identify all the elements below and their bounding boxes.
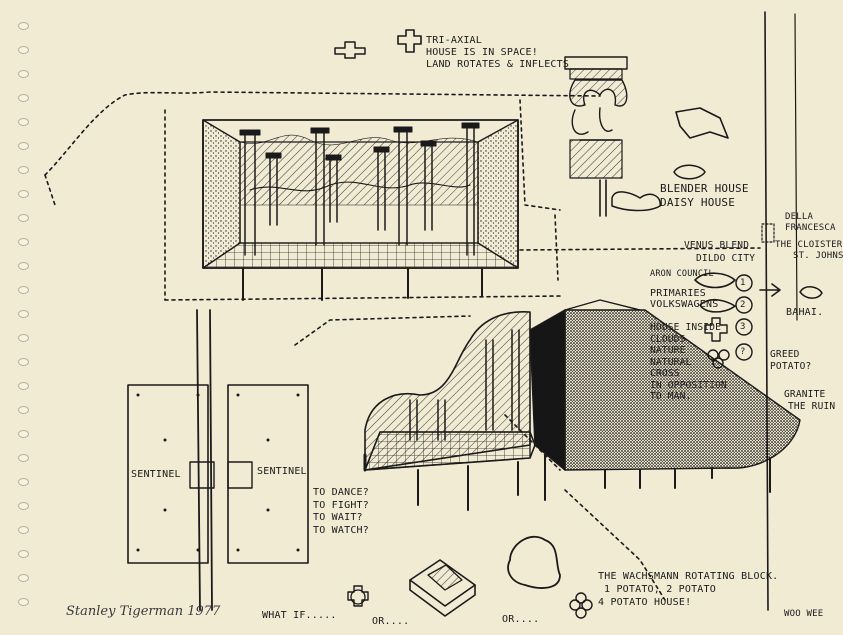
note-to-dance: TO DANCE? TO FIGHT? TO WAIT? TO WATCH? <box>313 487 369 537</box>
note-line: TO DANCE? <box>313 487 369 498</box>
circled-number: 3 <box>740 322 746 332</box>
note-or-2: OR.... <box>502 614 540 625</box>
note-line: VOLKSWAGENS <box>650 299 719 310</box>
note-line: DAISY HOUSE <box>660 196 736 209</box>
binding-hole <box>18 262 29 270</box>
note-primaries: PRIMARIES VOLKSWAGENS <box>650 288 718 310</box>
binding-hole <box>18 334 29 342</box>
note-granite: GRANITE THE RUIN <box>784 389 835 413</box>
circled-number: 1 <box>740 278 746 288</box>
note-line: DILDO CITY <box>696 253 756 264</box>
label-sentinel-left: SENTINEL <box>131 469 181 480</box>
label-sentinel-right: SENTINEL <box>257 466 307 477</box>
note-line: VENUS BLEND <box>684 240 750 251</box>
binding-hole <box>18 574 29 582</box>
note-line: THE RUIN <box>788 401 836 412</box>
note-line: PRIMARIES <box>650 288 706 299</box>
binding-hole <box>18 94 29 102</box>
note-or-1: OR.... <box>372 616 410 627</box>
binding-hole <box>18 70 29 78</box>
binding-hole <box>18 502 29 510</box>
circled-number: ? <box>740 347 746 357</box>
note-line: HOUSE IS IN SPACE! <box>426 47 538 58</box>
note-line: NATURAL <box>650 356 692 368</box>
note-triaxial: TRI-AXIAL HOUSE IS IN SPACE! LAND ROTATE… <box>426 35 569 71</box>
note-line: TO WAIT? <box>313 512 363 523</box>
note-line: THE WACHSMANN ROTATING BLOCK. <box>598 571 779 582</box>
note-wachsmann: THE WACHSMANN ROTATING BLOCK. 1 POTATO, … <box>598 570 778 609</box>
binding-hole <box>18 142 29 150</box>
note-line: TRI-AXIAL <box>426 35 482 46</box>
note-line: ST. JOHNS <box>793 251 843 261</box>
binding-hole <box>18 454 29 462</box>
note-line: BLENDER HOUSE <box>660 182 749 195</box>
binding-hole <box>18 406 29 414</box>
note-line: LAND ROTATES & INFLECTS <box>426 59 570 70</box>
note-blender: BLENDER HOUSE DAISY HOUSE <box>660 182 749 210</box>
note-line: NATURE <box>650 345 686 356</box>
binding-hole <box>18 22 29 30</box>
binding-hole <box>18 382 29 390</box>
binding-hole <box>18 214 29 222</box>
note-bahai: BAHAI. <box>786 307 824 318</box>
binding-hole <box>18 550 29 558</box>
binding-hole <box>18 190 29 198</box>
artist-signature: Stanley Tigerman 1977 <box>66 604 221 619</box>
note-venus: VENUS BLEND DILDO CITY <box>684 239 755 265</box>
binding-hole <box>18 166 29 174</box>
binding-hole <box>18 526 29 534</box>
note-what-if: WHAT IF..... <box>262 610 337 621</box>
note-line: 1 POTATO, 2 POTATO <box>604 584 716 595</box>
note-line: POTATO? <box>770 361 812 372</box>
note-aron-council: ARON COUNCIL <box>650 269 714 279</box>
note-line: GRANITE <box>784 389 826 400</box>
note-line: DELLA <box>785 212 814 222</box>
circled-number: 2 <box>740 300 746 310</box>
binding-hole <box>18 46 29 54</box>
binding-hole <box>18 118 29 126</box>
note-della: DELLA FRANCESCA THE CLOISTER ST. JOHNS <box>775 212 843 262</box>
binding-hole <box>18 358 29 366</box>
note-line: HOUSE INSIDE <box>650 322 722 333</box>
note-line: TO MAN. <box>650 391 692 402</box>
note-line: CLOUDS <box>650 333 686 345</box>
note-line: FRANCESCA <box>785 223 836 233</box>
note-line: GREED <box>770 349 800 360</box>
binding-hole <box>18 478 29 486</box>
note-line: CROSS <box>650 368 680 379</box>
note-line: TO WATCH? <box>313 524 369 536</box>
binding-hole <box>18 238 29 246</box>
binding-hole <box>18 310 29 318</box>
binding-hole <box>18 598 29 606</box>
note-line: TO FIGHT? <box>313 499 369 511</box>
note-house-inside: HOUSE INSIDE CLOUDS NATURE NATURAL CROSS… <box>650 322 727 403</box>
note-greed-potato: GREED POTATO? <box>770 349 811 373</box>
binding-hole <box>18 286 29 294</box>
note-line: 4 POTATO HOUSE! <box>598 597 692 608</box>
note-line: THE CLOISTER <box>775 240 843 250</box>
binding-hole <box>18 430 29 438</box>
note-line: IN OPPOSITION <box>650 379 727 391</box>
note-woo-wee: WOO WEE <box>784 609 824 619</box>
